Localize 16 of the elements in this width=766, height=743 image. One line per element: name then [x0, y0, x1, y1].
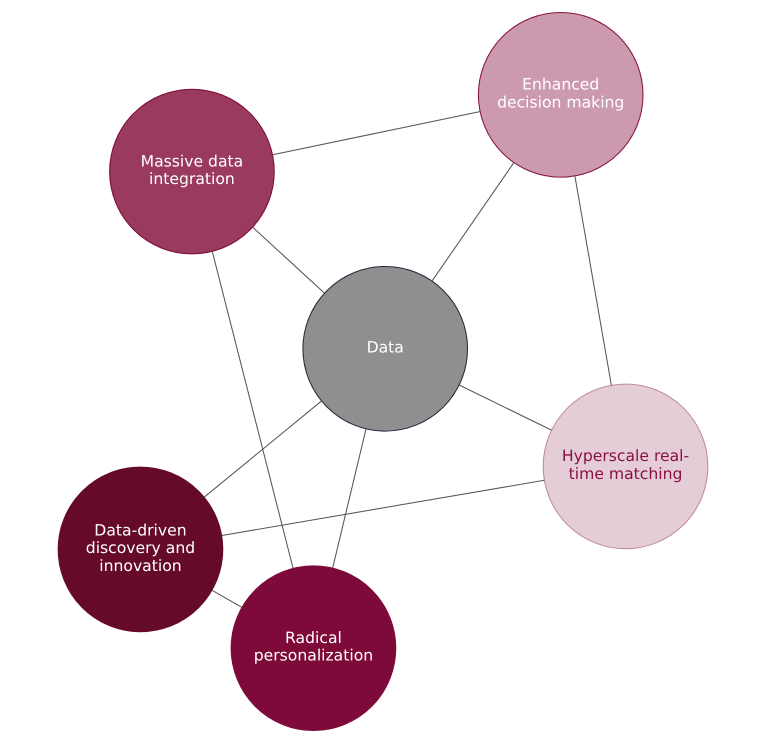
connector [432, 162, 514, 282]
connector [212, 590, 242, 608]
connector [204, 400, 322, 498]
connector [574, 176, 612, 386]
node-circle: Hyperscale real-time matching [542, 384, 708, 550]
node-circle: Massive data integration [109, 88, 275, 254]
connector [459, 384, 552, 431]
node-circle: Enhanced decision making [478, 12, 644, 178]
node-circle: Data-driven discovery and innovation [58, 466, 224, 632]
node-circle: Data [302, 266, 468, 432]
connector [222, 480, 544, 536]
connector [212, 251, 294, 569]
connector [272, 111, 480, 156]
node-circle: Radical personalization [230, 565, 396, 731]
connector [252, 227, 325, 294]
connector [332, 428, 366, 568]
